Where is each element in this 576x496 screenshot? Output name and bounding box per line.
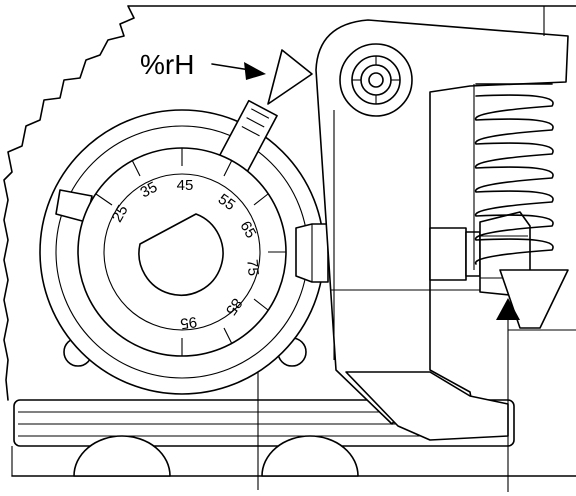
dial-scale-inner [103,173,261,331]
scale-label: 65 [236,218,259,241]
scale-label: 55 [215,191,238,214]
scale-label: 25 [109,202,132,225]
leader-line [507,318,576,492]
humidity-pointer-triangle [267,49,313,105]
dial-stud [295,223,329,283]
coil-spring [473,83,554,270]
scale-label: 95 [179,313,198,332]
scale-label: 35 [138,179,161,202]
roller-left [73,435,171,477]
scale-label: 45 [177,177,194,194]
adjust-screw [330,227,481,291]
humidity-pointer-arrowhead [244,62,266,80]
roller-right [261,435,359,477]
dial-shaft [138,213,224,297]
scale-label: 85 [222,295,245,318]
scale-label: 75 [243,259,261,277]
humidity-pointer-label: %rH [140,49,194,80]
housing-outline [3,5,576,401]
humidity-pointer-arrow-shaft [211,63,251,71]
pivot-bearing [339,43,413,117]
adjust-arrow [496,298,520,320]
dial-scale-labels: 25 35 45 55 65 75 85 95 [109,177,262,332]
dial-scale-ticks [95,148,286,356]
